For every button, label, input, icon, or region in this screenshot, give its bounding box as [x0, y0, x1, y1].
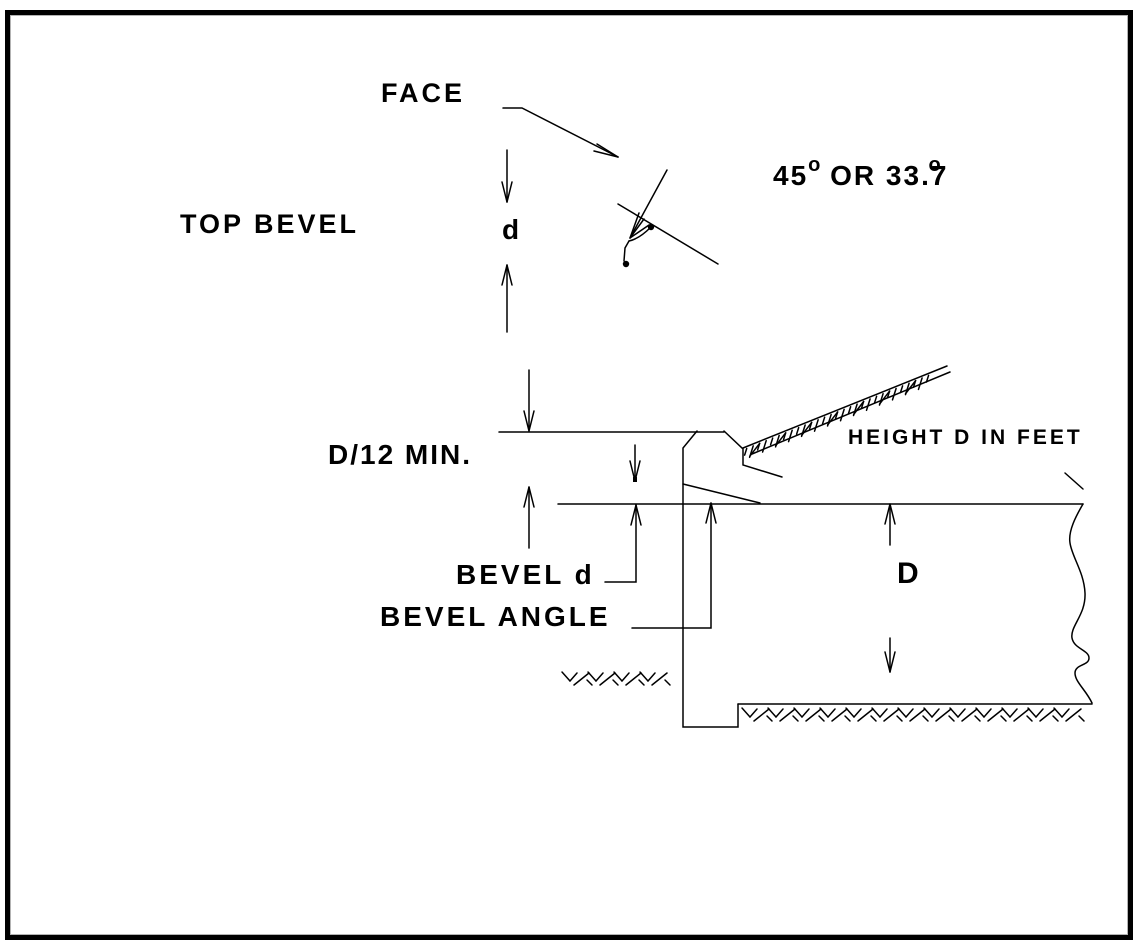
degree-symbol: o: [928, 154, 941, 176]
angle-value-45: 45: [773, 160, 809, 191]
earth-hatch-bottom: [741, 707, 1085, 722]
headwall-outline: [498, 430, 783, 728]
dim-D-arrows: [884, 503, 896, 673]
dim-d-arrows: [501, 149, 513, 333]
dim-D-label: D: [897, 557, 922, 590]
dim-d-label: d: [502, 214, 523, 245]
embankment-slope-hatch: [743, 374, 930, 459]
degree-symbol: o: [808, 154, 821, 176]
earth-hatch-left: [561, 671, 671, 686]
d12-dimension-arrows: [523, 369, 535, 549]
bevel-angle-label: BEVEL ANGLE: [380, 601, 611, 632]
angle-value-337: OR 33.7: [820, 160, 949, 191]
top-bevel-label: TOP BEVEL: [180, 209, 360, 239]
drawing-border-inner-line: [10, 15, 1128, 935]
d12-min-label: D/12 MIN.: [328, 439, 473, 470]
face-leader-line: [502, 107, 619, 158]
face-label: FACE: [381, 78, 466, 108]
break-line-squiggle: [1068, 503, 1093, 704]
drawing-border-frame: [5, 10, 1133, 940]
embankment-slope: [742, 365, 951, 455]
culvert-opening-lines: [557, 472, 1093, 705]
bevel-d-label: BEVEL d: [456, 559, 595, 590]
height-d-label: HEIGHT D IN FEET: [848, 426, 1083, 449]
bevel-angle-vertex-detail: [617, 169, 719, 268]
bevel-angle-value-label: 45o OR 33.7o: [773, 154, 946, 191]
bevel-d-arrows: [604, 444, 642, 583]
bevel-angle-leader: [631, 502, 717, 629]
